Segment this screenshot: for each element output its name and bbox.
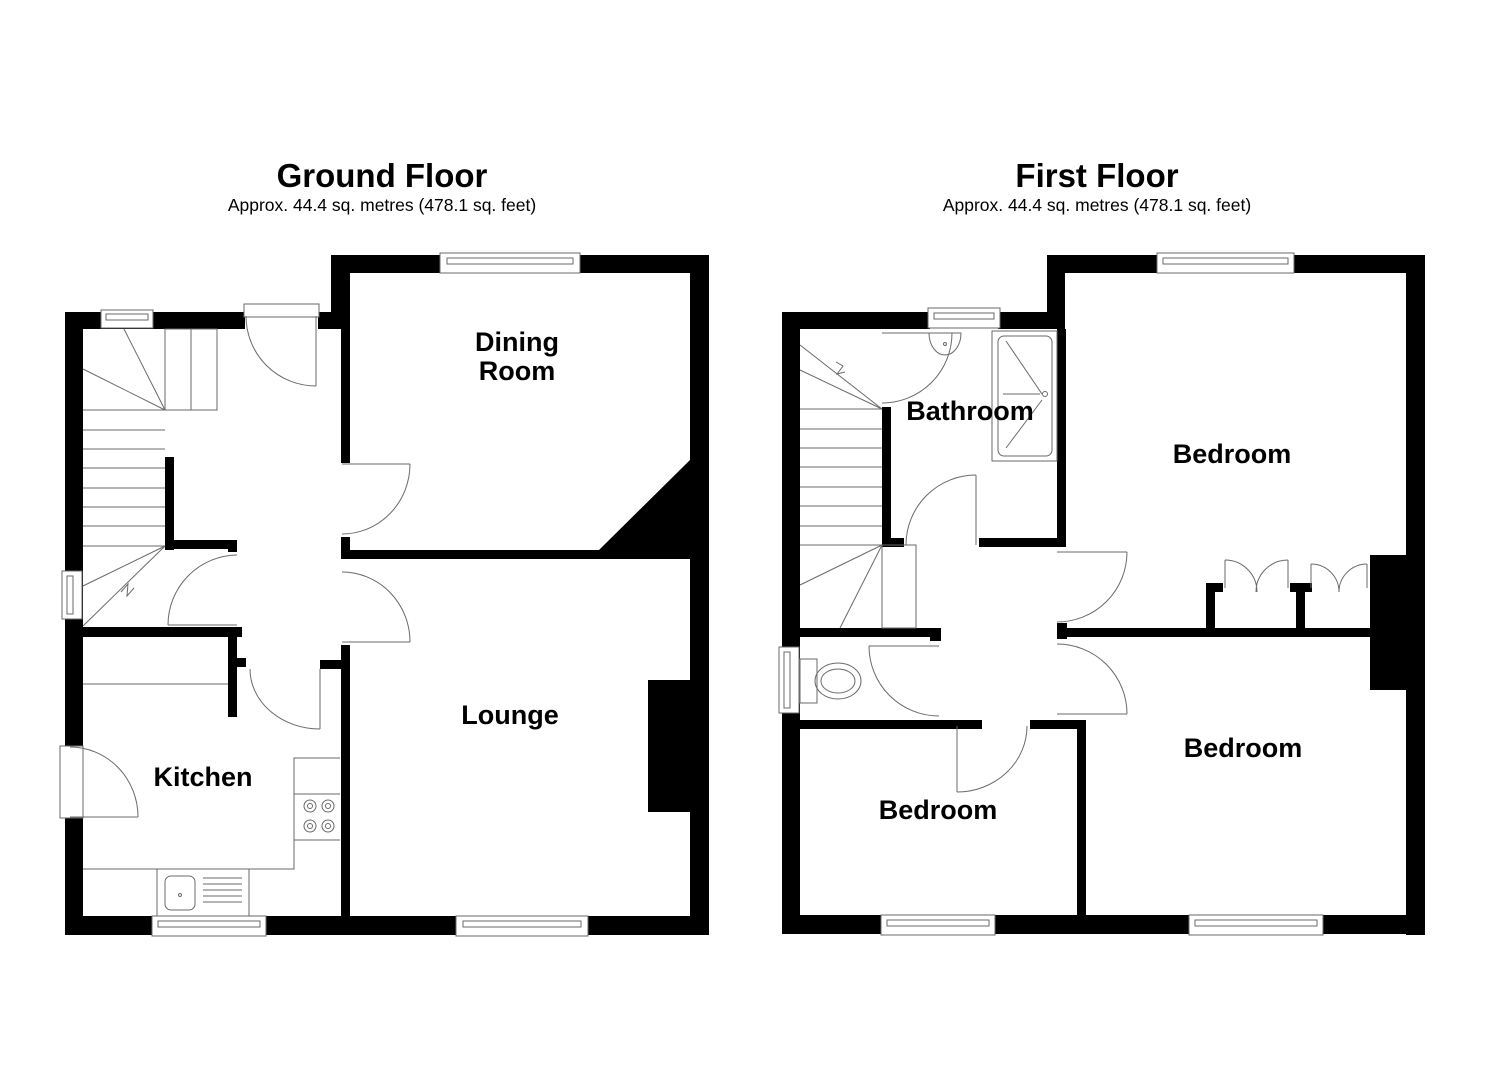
window-icon	[100, 309, 154, 329]
window-icon	[880, 914, 996, 936]
sink-icon	[156, 868, 250, 917]
first-floor-walls	[782, 255, 1425, 935]
bathroom-inner-door-icon	[881, 332, 953, 404]
room-label-bedroom-1: Bedroom	[1172, 439, 1292, 469]
first-floor-area: Approx. 44.4 sq. metres (478.1 sq. feet)	[942, 195, 1252, 215]
window-icon	[455, 915, 589, 937]
front-door-icon	[243, 303, 320, 387]
toilet-icon	[799, 658, 862, 704]
bedroom-1-door-icon	[1056, 551, 1128, 623]
window-icon	[1156, 252, 1295, 274]
ground-floor-title: Ground Floor	[276, 157, 488, 194]
kitchen-fittings	[83, 683, 340, 917]
ground-floor-walls	[65, 255, 709, 935]
kitchen-door-icon	[249, 668, 321, 730]
lounge-door-icon	[341, 571, 411, 643]
first-floor-heading: First Floor Approx. 44.4 sq. metres (478…	[897, 158, 1297, 216]
bathroom-fittings	[799, 330, 1058, 704]
window-icon	[151, 915, 267, 937]
window-icon	[61, 570, 83, 620]
ground-floor-heading: Ground Floor Approx. 44.4 sq. metres (47…	[182, 158, 582, 216]
bedroom-3-door-icon	[956, 725, 1028, 793]
first-floor-windows	[778, 252, 1324, 936]
ground-floor-staircase-icon	[82, 328, 218, 627]
room-label-bedroom-2: Bedroom	[1183, 733, 1303, 763]
window-icon	[439, 252, 581, 274]
bathroom-door-icon	[905, 474, 977, 546]
room-label-dining-room: Dining Room	[475, 327, 559, 386]
room-label-kitchen: Kitchen	[153, 762, 253, 792]
hob-icon	[303, 799, 335, 833]
ground-floor-area: Approx. 44.4 sq. metres (478.1 sq. feet)	[227, 195, 537, 215]
wardrobe-doors-icon	[1224, 559, 1368, 593]
dining-door-icon	[341, 463, 411, 535]
first-floor-plan	[778, 252, 1425, 936]
room-label-lounge: Lounge	[461, 700, 559, 730]
understairs-door-icon	[167, 554, 238, 626]
ground-floor-windows	[61, 252, 589, 937]
window-icon	[927, 307, 1001, 329]
ground-floor-doors	[59, 303, 411, 819]
bedroom-2-door-icon	[1056, 643, 1128, 715]
room-label-bedroom-3: Bedroom	[878, 795, 998, 825]
room-label-bathroom: Bathroom	[906, 396, 1034, 426]
shower-bath-icon	[991, 330, 1058, 462]
first-floor-staircase-icon	[799, 344, 917, 629]
window-icon	[1188, 914, 1324, 936]
first-floor-doors	[868, 332, 1368, 793]
first-floor-title: First Floor	[1015, 157, 1179, 194]
washbasin-icon	[928, 332, 962, 356]
back-door-icon	[59, 745, 139, 819]
window-icon	[778, 646, 800, 714]
wc-door-icon	[868, 645, 940, 717]
ground-floor-plan	[59, 252, 709, 937]
